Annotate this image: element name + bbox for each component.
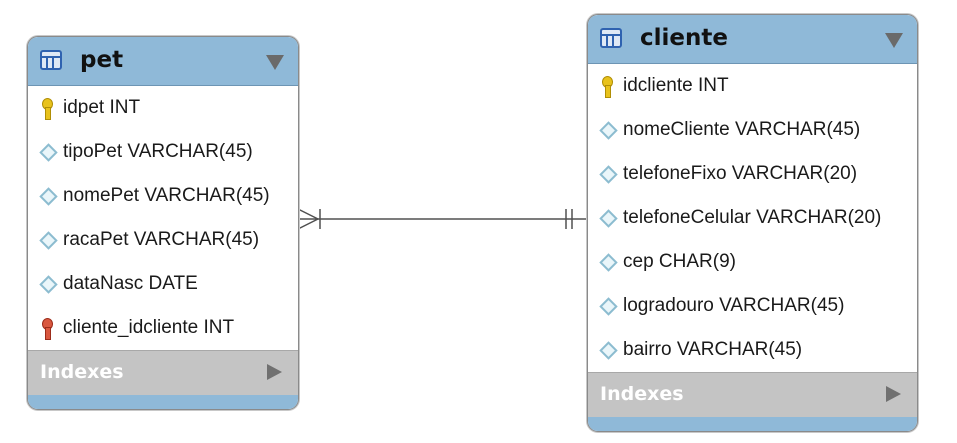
column-diamond-icon [38, 273, 58, 295]
table-title: pet [80, 47, 124, 73]
column-diamond-icon [598, 251, 618, 273]
table-title: cliente [640, 25, 728, 51]
primary-key-icon [38, 97, 58, 120]
indexes-label: Indexes [600, 383, 684, 405]
column-label: telefoneCelular VARCHAR(20) [623, 207, 882, 228]
column-label: bairro VARCHAR(45) [623, 339, 803, 360]
table-footer [588, 417, 917, 431]
column-label: idpet INT [63, 97, 141, 118]
column-label: racaPet VARCHAR(45) [63, 229, 260, 250]
indexes-section[interactable]: Indexes [588, 372, 917, 417]
column-diamond-icon [38, 185, 58, 207]
column-row[interactable]: telefoneCelular VARCHAR(20) [588, 196, 917, 240]
column-row[interactable]: nomePet VARCHAR(45) [28, 174, 298, 218]
column-label: logradouro VARCHAR(45) [623, 295, 845, 316]
column-row[interactable]: racaPet VARCHAR(45) [28, 218, 298, 262]
indexes-label: Indexes [40, 361, 124, 383]
column-row[interactable]: cep CHAR(9) [588, 240, 917, 284]
column-diamond-icon [38, 141, 58, 163]
collapse-triangle-icon[interactable] [885, 33, 903, 48]
column-row[interactable]: logradouro VARCHAR(45) [588, 284, 917, 328]
column-row[interactable]: idpet INT [28, 86, 298, 130]
column-label: cliente_idcliente INT [63, 317, 235, 338]
column-row[interactable]: nomeCliente VARCHAR(45) [588, 108, 917, 152]
column-diamond-icon [598, 207, 618, 229]
primary-key-icon [598, 75, 618, 98]
column-diamond-icon [598, 339, 618, 361]
crows-foot-many-marker [297, 208, 321, 230]
table-icon [40, 50, 62, 70]
column-label: tipoPet VARCHAR(45) [63, 141, 253, 162]
expand-triangle-icon[interactable] [886, 386, 901, 402]
column-diamond-icon [598, 163, 618, 185]
column-label: telefoneFixo VARCHAR(20) [623, 163, 858, 184]
column-row[interactable]: bairro VARCHAR(45) [588, 328, 917, 372]
column-row[interactable]: tipoPet VARCHAR(45) [28, 130, 298, 174]
column-diamond-icon [38, 229, 58, 251]
column-row[interactable]: telefoneFixo VARCHAR(20) [588, 152, 917, 196]
table-pet[interactable]: pet idpet INT tipoPet VARCHAR(45) nomePe… [27, 36, 299, 410]
table-cliente[interactable]: cliente idcliente INT nomeCliente VARCHA… [587, 14, 918, 432]
one-and-only-one-marker [565, 209, 573, 229]
column-row[interactable]: cliente_idcliente INT [28, 306, 298, 350]
column-label: nomeCliente VARCHAR(45) [623, 119, 861, 140]
foreign-key-icon [38, 317, 58, 340]
column-label: nomePet VARCHAR(45) [63, 185, 270, 206]
column-row[interactable]: idcliente INT [588, 64, 917, 108]
table-header[interactable]: cliente [588, 15, 917, 64]
indexes-section[interactable]: Indexes [28, 350, 298, 395]
table-header[interactable]: pet [28, 37, 298, 86]
column-label: cep CHAR(9) [623, 251, 736, 272]
column-row[interactable]: dataNasc DATE [28, 262, 298, 306]
expand-triangle-icon[interactable] [267, 364, 282, 380]
table-footer [28, 395, 298, 409]
table-icon [600, 28, 622, 48]
column-label: dataNasc DATE [63, 273, 198, 294]
column-label: idcliente INT [623, 75, 729, 96]
collapse-triangle-icon[interactable] [266, 55, 284, 70]
column-diamond-icon [598, 119, 618, 141]
column-diamond-icon [598, 295, 618, 317]
